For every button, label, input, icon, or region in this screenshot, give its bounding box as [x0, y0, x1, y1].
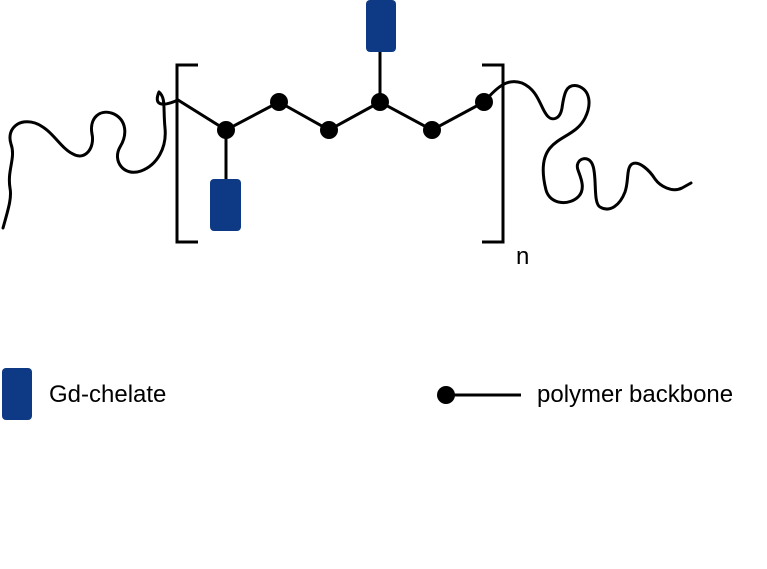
- backbone-node: [371, 93, 389, 111]
- left-polymer-chain: [1, 90, 180, 230]
- backbone-node: [320, 121, 338, 139]
- backbone-node: [270, 93, 288, 111]
- left-bracket: [175, 63, 198, 244]
- chelate-legend-label: Gd-chelate: [49, 381, 166, 408]
- legend-chelate: Gd-chelate: [2, 368, 166, 420]
- backbone-legend-dot-icon: [437, 386, 455, 404]
- chelate-block-top: [366, 0, 396, 52]
- backbone-legend-label: polymer backbone: [537, 381, 733, 408]
- backbone-node: [423, 121, 441, 139]
- right-polymer-chain: [482, 80, 693, 211]
- repeat-subscript: n: [516, 243, 529, 270]
- chelate-block-bottom: [210, 179, 241, 231]
- chelate-legend-icon: [2, 368, 32, 420]
- legend-backbone: polymer backbone: [437, 381, 733, 408]
- backbone-node: [217, 121, 235, 139]
- right-bracket: [482, 63, 505, 244]
